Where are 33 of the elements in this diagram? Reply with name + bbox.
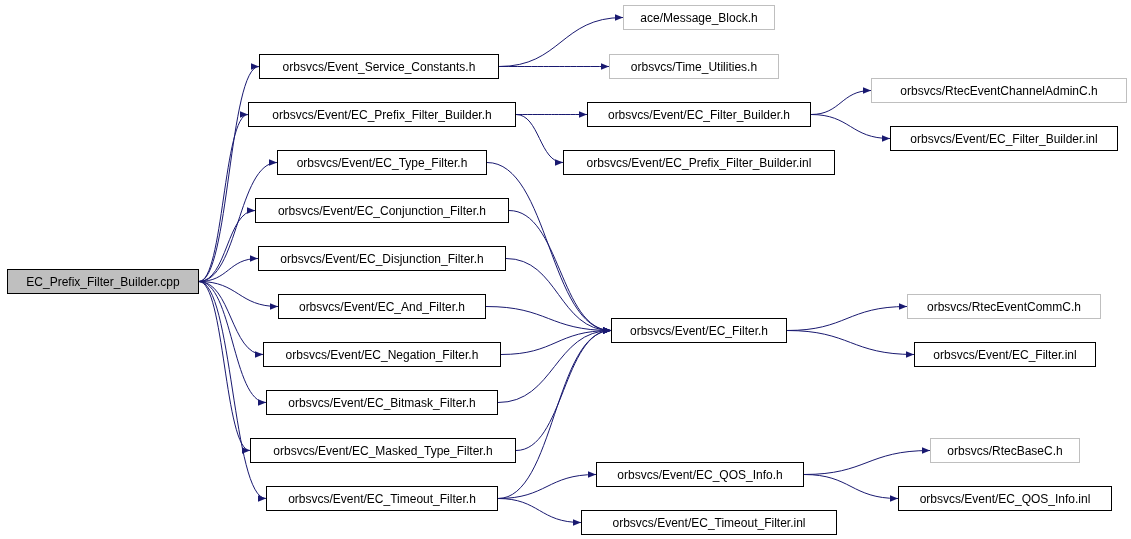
file-box: orbsvcs/Event/EC_Timeout_Filter.h [266,486,498,511]
arrow [786,330,915,358]
arrow [515,114,564,165]
arrow [198,114,249,282]
arrow [498,63,610,70]
file-box: orbsvcs/Event/EC_Negation_Filter.h [263,342,501,367]
file-box: orbsvcs/Event/EC_Disjunction_Filter.h [258,246,506,271]
file-box: orbsvcs/Event/EC_And_Filter.h [278,294,486,319]
file-box: orbsvcs/Event/EC_Filter_Builder.h [587,102,811,127]
file-box: orbsvcs/RtecEventCommC.h [907,294,1101,319]
file-box: orbsvcs/Event/EC_Prefix_Filter_Builder.h [248,102,516,127]
arrow [198,281,251,451]
file-box: orbsvcs/Event/EC_QOS_Info.h [596,462,804,487]
arrow [497,498,582,526]
file-box: orbsvcs/Event/EC_Filter_Builder.inl [890,126,1118,151]
arrow [810,114,891,142]
file-box: orbsvcs/Event/EC_Bitmask_Filter.h [266,390,498,415]
file-box: EC_Prefix_Filter_Builder.cpp [7,269,199,294]
file-box: orbsvcs/RtecBaseC.h [930,438,1080,463]
file-box: orbsvcs/Event/EC_Filter.inl [914,342,1096,367]
file-box: orbsvcs/Event/EC_QOS_Info.inl [898,486,1112,511]
file-box: ace/Message_Block.h [623,5,775,30]
file-box: orbsvcs/Event/EC_Type_Filter.h [277,150,487,175]
file-box: orbsvcs/Event/EC_Prefix_Filter_Builder.inl [563,150,835,175]
file-box: orbsvcs/Event/EC_Conjunction_Filter.h [255,198,509,223]
file-box: orbsvcs/RtecEventChannelAdminC.h [871,78,1127,103]
file-box: orbsvcs/Event_Service_Constants.h [259,54,499,79]
file-box: orbsvcs/Time_Utilities.h [609,54,779,79]
arrow [198,281,267,499]
arrow [803,474,899,502]
file-box: orbsvcs/Event/EC_Masked_Type_Filter.h [250,438,516,463]
file-box: orbsvcs/Event/EC_Timeout_Filter.inl [581,510,837,535]
file-box: orbsvcs/Event/EC_Filter.h [611,318,787,343]
